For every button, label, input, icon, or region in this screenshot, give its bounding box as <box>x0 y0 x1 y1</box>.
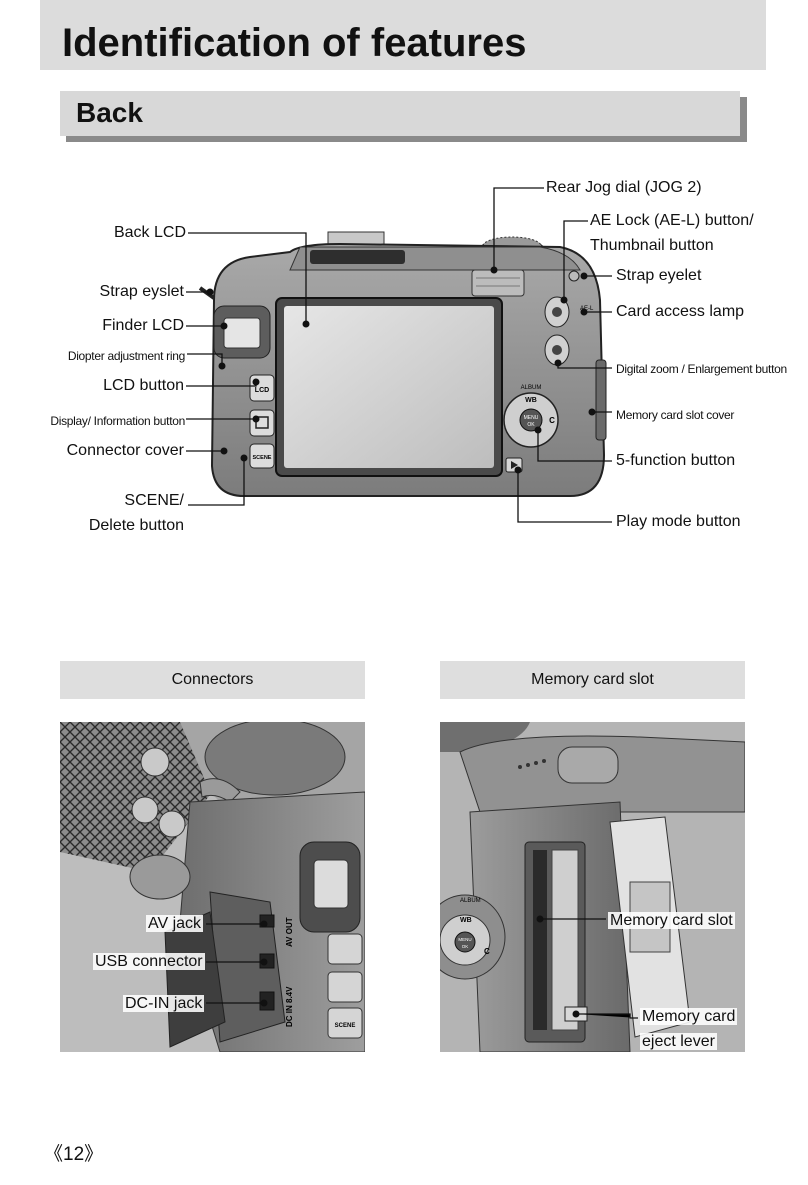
label-digital-zoom: Digital zoom / Enlargement button <box>616 362 787 376</box>
lcd-marking: LCD <box>255 387 269 394</box>
label-strap-eyslet: Strap eyslet <box>99 283 184 300</box>
label-play-mode-button: Play mode button <box>616 513 741 530</box>
button-round-1 <box>140 747 170 777</box>
label-memory-card-slot: Memory card slot <box>608 912 735 929</box>
strap-eyelet-right <box>568 270 580 282</box>
label-connector-cover: Connector cover <box>66 442 184 459</box>
album-marking: ALBUM <box>521 385 542 391</box>
leader-dots <box>206 266 596 474</box>
connectors-photo: SCENE AV OUT DC IN 8.4V AV jack USB conn… <box>60 722 365 1052</box>
label-av-jack: AV jack <box>146 915 204 932</box>
label-rear-jog-dial: Rear Jog dial (JOG 2) <box>546 179 702 196</box>
c-marking: C <box>549 416 555 425</box>
label-ae-lock-line1: AE Lock (AE-L) button/ <box>590 212 754 229</box>
memory-card-heading: Memory card slot <box>440 661 745 699</box>
label-ae-lock-line2: Thumbnail button <box>590 237 714 254</box>
label-five-function-button: 5-function button <box>616 452 736 469</box>
title-bar <box>40 0 766 70</box>
memory-card-slot <box>533 850 547 1030</box>
label-usb-connector: USB connector <box>93 953 205 970</box>
page-number: 《12》 <box>44 1144 104 1165</box>
scene-marking-connectors: SCENE <box>335 1023 356 1029</box>
card-slot-cover <box>595 359 607 441</box>
memory-card-illustration: ALBUM WB MENU OK C <box>440 722 745 1052</box>
ok-marking-side: OK <box>462 944 469 949</box>
av-out-marking: AV OUT <box>285 917 294 947</box>
label-dc-in-jack: DC-IN jack <box>123 995 205 1012</box>
c-marking-side: C <box>484 947 490 956</box>
label-eject-lever-line1: Memory card <box>640 1008 738 1025</box>
back-lcd-screen <box>284 306 494 468</box>
lens-barrel-grip <box>60 722 220 872</box>
label-back-lcd: Back LCD <box>113 224 186 241</box>
album-marking-side: ALBUM <box>460 898 481 904</box>
label-scene-line1: SCENE/ <box>124 492 184 509</box>
label-display-info-button: Display/ Information button <box>50 414 185 428</box>
wb-marking: WB <box>525 397 537 404</box>
display-button-icon <box>249 409 275 437</box>
finder-lcd-window <box>223 317 261 349</box>
scene-button-icon <box>249 443 275 469</box>
section-bar <box>60 91 740 136</box>
memory-card-photo: ALBUM WB MENU OK C Memory card slot Memo… <box>440 722 745 1052</box>
label-scene-line2: Delete button <box>88 517 184 534</box>
wb-marking-side: WB <box>460 917 472 924</box>
button-round-3 <box>158 810 186 838</box>
button-round-2 <box>131 796 159 824</box>
label-strap-eyelet: Strap eyelet <box>616 267 702 284</box>
label-card-access-lamp: Card access lamp <box>616 303 745 320</box>
label-eject-lever-line2: eject lever <box>640 1033 717 1050</box>
label-lcd-button: LCD button <box>103 377 184 394</box>
camera-back-illustration: LCD SCENE AE-L ALBUM WB C MENU OK <box>186 187 612 523</box>
ael-marking: AE-L <box>580 306 594 312</box>
menu-ok-button <box>519 408 543 432</box>
connectors-heading: Connectors <box>60 661 365 699</box>
page-title: Identification of features <box>62 21 527 65</box>
label-finder-lcd: Finder LCD <box>102 317 184 334</box>
ok-marking: OK <box>527 422 535 428</box>
dc-in-marking: DC IN 8.4V <box>285 986 294 1027</box>
label-memory-card-slot-cover: Memory card slot cover <box>616 408 735 422</box>
connectors-illustration: SCENE AV OUT DC IN 8.4V <box>60 722 365 1052</box>
menu-marking-side: MENU <box>458 937 471 942</box>
section-title: Back <box>76 97 143 128</box>
jog-dial-wheel <box>471 269 525 297</box>
menu-marking: MENU <box>524 415 539 421</box>
label-diopter-ring: Diopter adjustment ring <box>67 349 185 363</box>
scene-marking: SCENE <box>253 455 272 461</box>
